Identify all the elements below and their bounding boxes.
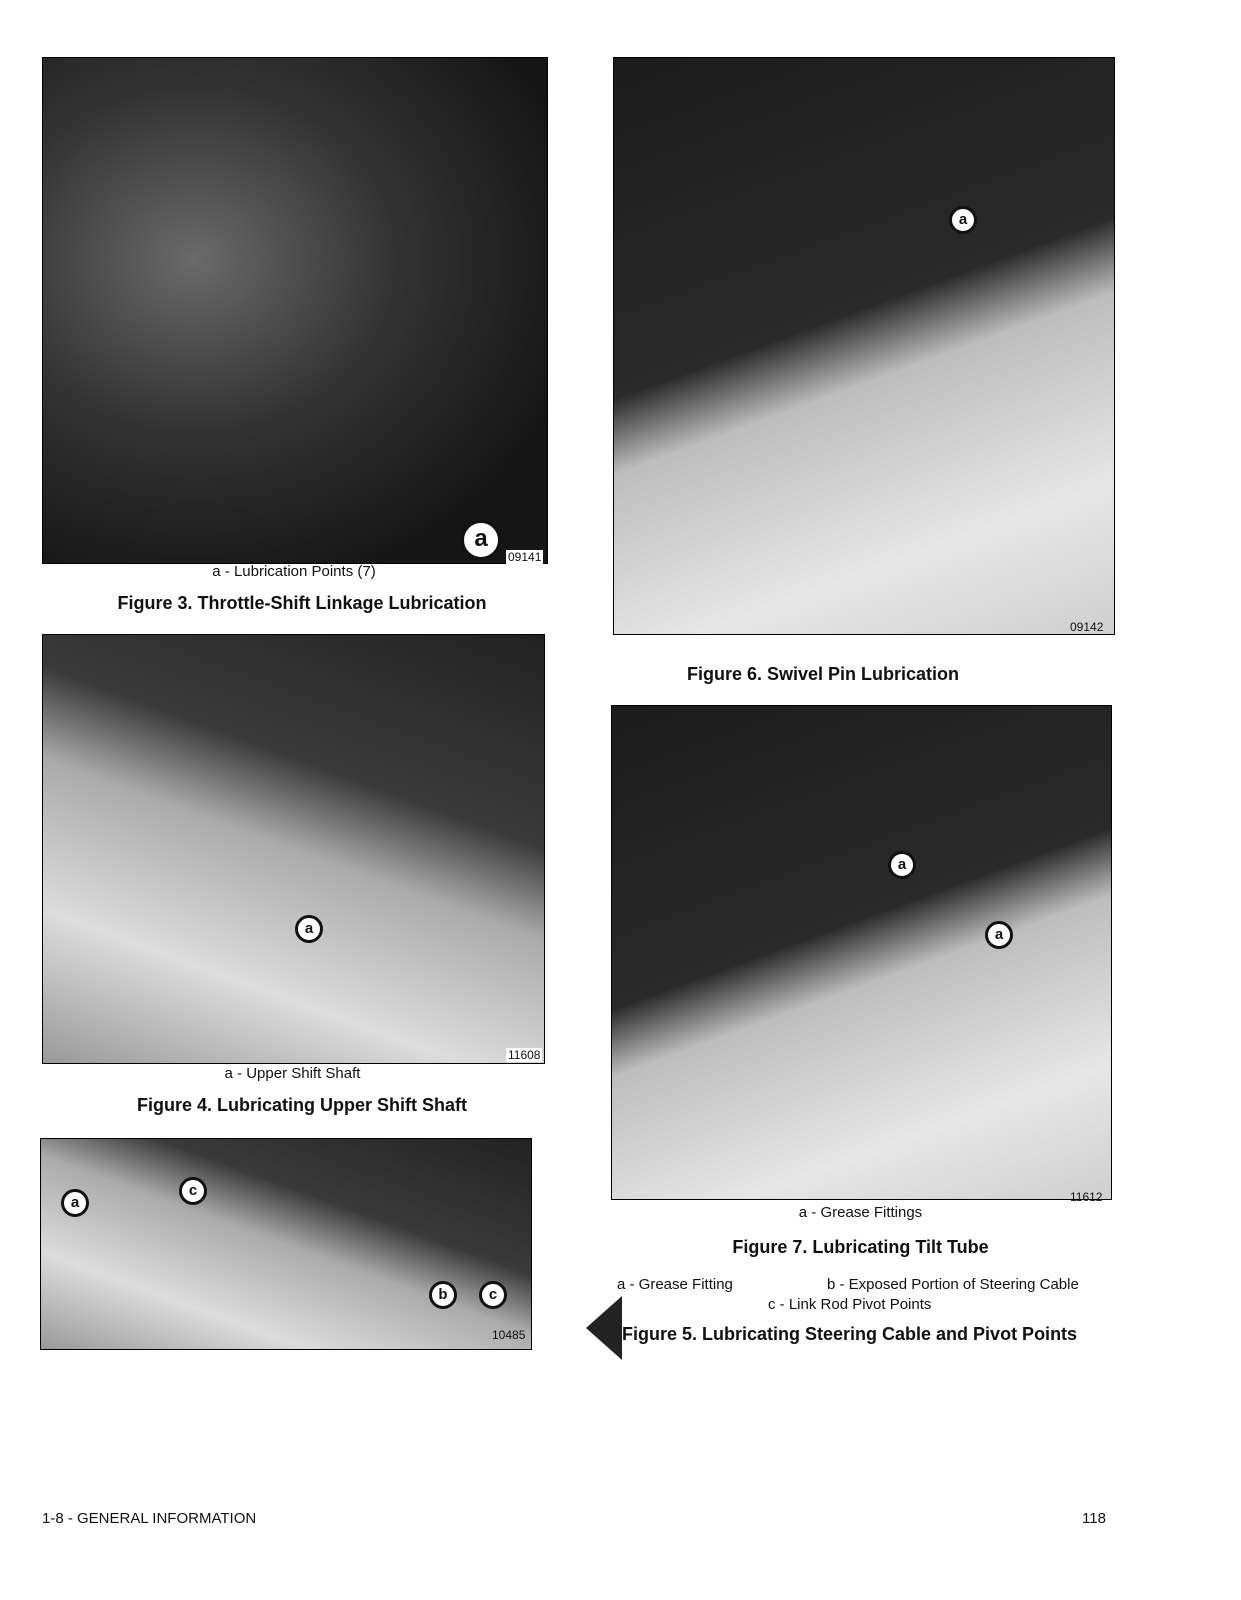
callout-c: c	[179, 1177, 207, 1205]
figure-4-legend: a - Upper Shift Shaft	[224, 1065, 361, 1082]
page-number: 118	[1082, 1510, 1106, 1527]
figure-6-title: Figure 6. Swivel Pin Lubrication	[686, 664, 960, 684]
callout-b: b	[429, 1281, 457, 1309]
figure-5-title: Figure 5. Lubricating Steering Cable and…	[622, 1324, 1078, 1344]
photo-id: 11612	[1070, 1190, 1103, 1204]
figure-5-photo: a c b c	[40, 1138, 532, 1350]
callout-a: a	[888, 851, 916, 879]
callout-c: c	[479, 1281, 507, 1309]
photo-id: 10485	[492, 1328, 526, 1342]
figure-5-legend-c: c - Link Rod Pivot Points	[768, 1296, 932, 1313]
figure-3-legend: a - Lubrication Points (7)	[212, 563, 376, 580]
callout-a: a	[949, 206, 977, 234]
footer-section: 1-8 - GENERAL INFORMATION	[42, 1510, 257, 1527]
callout-a: a	[985, 921, 1013, 949]
figure-7-photo: a a	[611, 705, 1112, 1200]
figure-4-photo: a	[42, 634, 545, 1064]
photo-id: 09142	[1070, 620, 1104, 634]
figure-5-legend-a: a - Grease Fitting	[617, 1276, 733, 1293]
photo-id: 09141	[506, 550, 544, 564]
callout-a: a	[461, 520, 501, 560]
figure-5-legend-b: b - Exposed Portion of Steering Cable	[827, 1276, 1079, 1293]
left-arrow-icon	[586, 1296, 622, 1360]
callout-a: a	[295, 915, 323, 943]
figure-3-title: Figure 3. Throttle-Shift Linkage Lubrica…	[117, 593, 487, 613]
figure-7-legend: a - Grease Fittings	[798, 1204, 923, 1221]
photo-id: 11608	[506, 1048, 543, 1062]
figure-6-photo: a	[613, 57, 1115, 635]
figure-3-photo: a	[42, 57, 548, 564]
figure-4-title: Figure 4. Lubricating Upper Shift Shaft	[136, 1095, 467, 1115]
figure-7-title: Figure 7. Lubricating Tilt Tube	[732, 1237, 989, 1257]
callout-a: a	[61, 1189, 89, 1217]
